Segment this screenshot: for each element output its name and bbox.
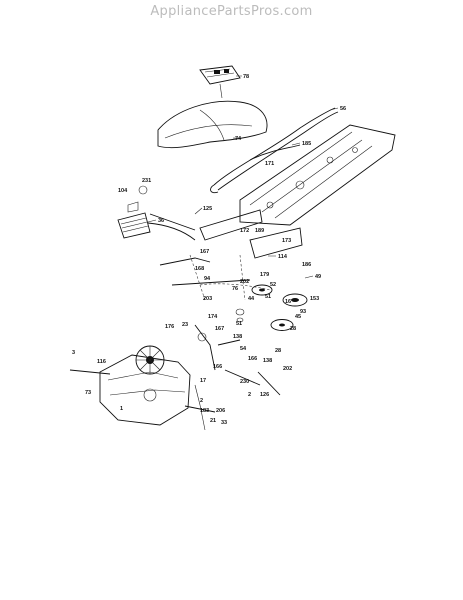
callout-172: 172 [240, 228, 249, 234]
callout-185: 185 [302, 141, 311, 147]
callout-138: 138 [233, 334, 242, 340]
callout-51b: 51 [236, 321, 242, 327]
callout-104: 104 [118, 188, 128, 194]
callout-189: 189 [255, 228, 264, 234]
idler-pulleys [235, 284, 308, 331]
callout-168: 168 [195, 266, 204, 272]
callout-167b: 167 [215, 326, 224, 332]
callout-167: 167 [200, 249, 209, 255]
callout-171: 171 [265, 161, 274, 167]
callout-114: 114 [278, 254, 288, 260]
callout-74: 74 [235, 136, 242, 142]
callout-2: 2 [200, 398, 203, 404]
callout-166: 166 [213, 364, 222, 370]
callout-202b: 202 [283, 366, 292, 372]
brake-pedal [117, 185, 196, 241]
callout-176: 176 [165, 324, 174, 330]
callout-76: 76 [232, 286, 238, 292]
callout-1: 1 [120, 406, 123, 412]
fender-shroud [157, 100, 268, 149]
callout-49: 49 [315, 274, 321, 280]
callout-94: 94 [204, 276, 211, 282]
callout-206: 206 [216, 408, 225, 414]
callout-231: 231 [142, 178, 151, 184]
callout-23: 23 [182, 322, 188, 328]
tractor-frame [199, 124, 396, 259]
linkage-rods [159, 254, 271, 301]
callout-3: 3 [72, 350, 75, 356]
cooling-fan [135, 345, 165, 375]
callout-2b: 2 [248, 392, 251, 398]
callout-173: 173 [282, 238, 291, 244]
leader-lines [147, 75, 339, 279]
callout-153: 153 [310, 296, 319, 302]
callout-45: 45 [295, 314, 301, 320]
shift-linkage [194, 324, 281, 431]
callout-17: 17 [200, 378, 206, 384]
callout-116: 116 [97, 359, 106, 365]
callout-33: 33 [221, 420, 227, 426]
watermark-text: AppliancePartsPros.com [150, 4, 313, 19]
callout-44: 44 [248, 296, 255, 302]
control-plate [199, 65, 241, 99]
callout-203: 203 [203, 296, 212, 302]
callout-125: 125 [203, 206, 212, 212]
callout-labels: 78 56 74 185 171 231 104 36 125 167 168 … [72, 74, 346, 426]
callout-179: 179 [260, 272, 269, 278]
callout-51: 51 [265, 294, 271, 300]
callout-28: 28 [275, 348, 281, 354]
callout-174: 174 [208, 314, 218, 320]
callout-28b: 28 [290, 326, 296, 332]
callout-56: 56 [340, 106, 346, 112]
callout-202: 202 [240, 279, 249, 285]
callout-36: 36 [158, 218, 164, 224]
callout-138b: 138 [263, 358, 272, 364]
drive-belt [210, 107, 339, 194]
transaxle [69, 354, 216, 426]
callout-21: 21 [210, 418, 216, 424]
callout-54: 54 [240, 346, 247, 352]
callout-166b: 166 [248, 356, 257, 362]
callout-73: 73 [85, 390, 91, 396]
callout-16: 16 [285, 299, 291, 305]
callout-52: 52 [270, 282, 276, 288]
callout-230: 230 [240, 379, 249, 385]
callout-78: 78 [243, 74, 249, 80]
callout-93: 93 [300, 309, 306, 315]
callout-183: 183 [200, 408, 209, 414]
callout-186: 186 [302, 262, 311, 268]
callout-126: 126 [260, 392, 269, 398]
